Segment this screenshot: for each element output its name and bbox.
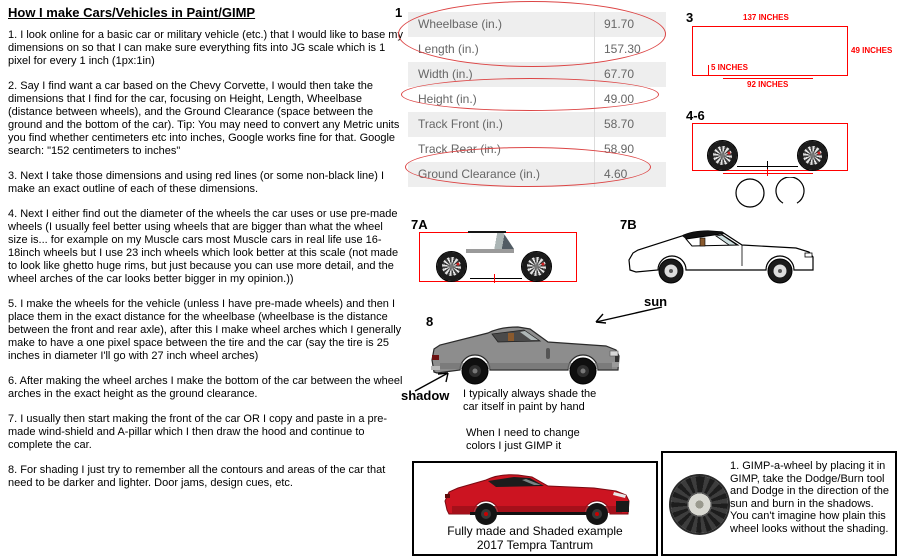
- fig7a-label: 7A: [411, 217, 428, 232]
- step-6: 6. After making the wheel arches I make …: [8, 375, 403, 400]
- wheel-box-text: 1. GIMP-a-wheel by placing it in GIMP, t…: [730, 460, 890, 535]
- fig46-wheelbase-line: [723, 173, 813, 174]
- fig3-label: 3: [686, 10, 694, 25]
- step-7: 7. I usually then start making the front…: [8, 413, 388, 451]
- page-title: How I make Cars/Vehicles in Paint/GIMP: [8, 5, 256, 20]
- shade-caption: I typically always shade the car itself …: [463, 388, 596, 414]
- fig7a-roof-line: [468, 231, 506, 233]
- row-label: Track Front (in.): [418, 117, 503, 131]
- fig7a-windshield: [470, 233, 514, 249]
- fig46-label: 4-6: [686, 108, 705, 123]
- highlight-ellipse-height: [401, 78, 659, 111]
- red-car-image: [444, 474, 630, 525]
- fig46-front-wheel: [797, 140, 828, 171]
- step-5: 5. I make the wheels for the vehicle (un…: [8, 298, 402, 362]
- wheel-shading-box: 1. GIMP-a-wheel by placing it in GIMP, t…: [661, 451, 897, 556]
- sun-arrow: [595, 306, 663, 324]
- fig1-label: 1: [395, 5, 403, 20]
- fig3-clearance-tick: [708, 65, 709, 75]
- fig7b-outline-car: [628, 230, 814, 284]
- fig8-label: 8: [426, 314, 434, 329]
- shade-caption-line1: I typically always shade the: [463, 388, 597, 400]
- fig8-gray-car: [431, 326, 620, 385]
- shaded-wheel-image: [671, 476, 728, 533]
- fig46-rear-wheel: [707, 140, 738, 171]
- gimp-caption: When I need to change colors I just GIMP…: [466, 427, 580, 453]
- table-row: Track Front (in.) 58.70: [408, 112, 666, 137]
- fig7a-cowl: [466, 249, 514, 253]
- tutorial-text-column: How I make Cars/Vehicles in Paint/GIMP 1…: [8, 5, 405, 502]
- gimp-caption-line2: colors I just GIMP it: [466, 440, 562, 452]
- fig7a-center-tick: [494, 274, 495, 283]
- row-label: Width (in.): [418, 67, 473, 81]
- shadow-arrow: [414, 372, 449, 392]
- step-1: 1. I look online for a basic car or mili…: [8, 29, 403, 67]
- fig7a-axle-line: [470, 278, 522, 279]
- example-caption-line1: Fully made and Shaded example: [447, 524, 623, 538]
- fig7a-front-wheel: [521, 251, 552, 282]
- row-value: 58.70: [604, 117, 635, 131]
- shade-caption-line2: car itself in paint by hand: [463, 401, 585, 413]
- fig3-wheelbase-line: [723, 78, 813, 79]
- fig3-clearance-dim: 5 INCHES: [711, 63, 748, 72]
- step-8: 8. For shading I just try to remember al…: [8, 464, 386, 489]
- fig46-axle-center-tick: [767, 161, 768, 171]
- fig7b-label: 7B: [620, 217, 637, 232]
- sun-label: sun: [644, 294, 668, 309]
- example-caption-line2: 2017 Tempra Tantrum: [476, 538, 594, 552]
- fig46-wheelbase-tick: [767, 169, 768, 176]
- fig3-height-dim: 49 INCHES: [851, 46, 893, 55]
- fig46-wheel-arch-circles: [735, 177, 805, 208]
- fig7a-rear-wheel: [436, 251, 467, 282]
- fig3-wheelbase-dim: 92 INCHES: [747, 80, 789, 89]
- highlight-ellipse-ground-clearance: [405, 147, 651, 187]
- fig3-outline-rect: [692, 26, 848, 76]
- example-box: Fully made and Shaded example 2017 Tempr…: [412, 461, 658, 556]
- row-value: 67.70: [604, 67, 635, 81]
- shadow-label: shadow: [401, 388, 450, 403]
- fig3-length-dim: 137 INCHES: [743, 13, 789, 22]
- gimp-caption-line1: When I need to change: [466, 427, 580, 439]
- example-caption: Fully made and Shaded example 2017 Tempr…: [414, 524, 656, 552]
- step-2: 2. Say I find want a car based on the Ch…: [8, 80, 400, 157]
- step-3: 3. Next I take those dimensions and usin…: [8, 170, 385, 195]
- step-4: 4. Next I either find out the diameter o…: [8, 208, 399, 285]
- highlight-ellipse-wheelbase-length: [398, 1, 666, 67]
- fig46-outline-rect: [692, 123, 848, 171]
